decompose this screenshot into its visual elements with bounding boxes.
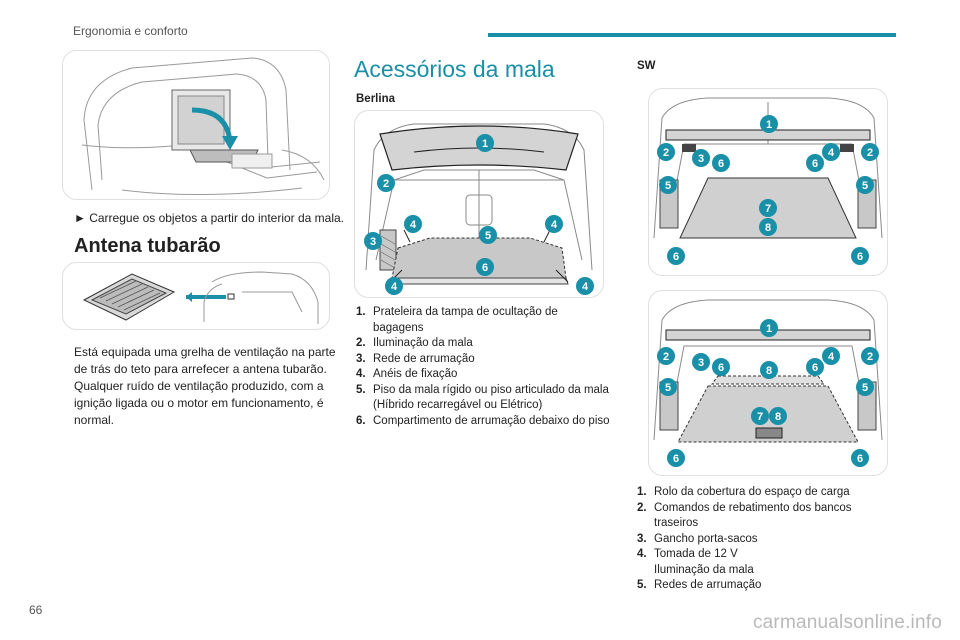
sw-trunk-illustration-a: 1 2 2 3 4 6 6 5 5 7 8 6 6 [648, 88, 888, 276]
callout-6: 6 [857, 453, 863, 465]
callout-6: 6 [812, 158, 818, 170]
seat-instruction: ► Carregue os objetos a partir do interi… [74, 211, 345, 225]
callout-2: 2 [663, 147, 669, 159]
callout-6: 6 [673, 453, 679, 465]
callout-6: 6 [718, 158, 724, 170]
sw-legend-list: 1.Rolo da cobertura do espaço de carga 2… [637, 485, 897, 594]
sedan-legend-list: 1.Prateleira da tampa de ocultação de ba… [356, 305, 611, 429]
list-item: Iluminação da mala [654, 563, 754, 576]
callout-3: 3 [698, 153, 704, 165]
callout-1: 1 [482, 138, 488, 150]
callout-1: 1 [766, 119, 772, 131]
callout-4: 4 [828, 351, 835, 363]
list-item: 2.Comandos de rebatimento dos bancos tra… [637, 501, 852, 530]
list-item: 1.Prateleira da tampa de ocultação de ba… [356, 306, 558, 334]
callout-4: 4 [410, 219, 417, 231]
callout-2: 2 [383, 178, 389, 190]
callout-3: 3 [698, 357, 704, 369]
list-item: 4.Anéis de fixação [356, 368, 458, 380]
sw-trunk-drawing-b: 1 2 2 3 4 6 8 6 5 5 7 8 6 6 [648, 290, 888, 476]
sw-callouts-b: 1 2 2 3 4 6 8 6 5 5 7 8 6 6 [657, 319, 879, 467]
list-item: 5.Redes de arrumação [637, 579, 762, 591]
callout-7: 7 [765, 203, 771, 215]
list-item: 6.Compartimento de arrumação debaixo do … [356, 414, 610, 427]
watermark-text: carmanualsonline.info [752, 612, 942, 633]
header-accent-rule [488, 33, 896, 37]
antenna-heading: Antena tubarão [74, 235, 221, 257]
callout-1: 1 [766, 323, 772, 335]
callout-3: 3 [370, 236, 376, 248]
callout-2: 2 [867, 351, 873, 363]
callout-6: 6 [673, 251, 679, 263]
callout-2: 2 [867, 147, 873, 159]
shark-antenna-illustration [62, 262, 330, 330]
sw-trunk-illustration-b: 1 2 2 3 4 6 8 6 5 5 7 8 6 6 [648, 290, 888, 476]
sedan-trunk-drawing: 1 2 3 4 4 5 6 4 4 [354, 110, 604, 298]
callout-6: 6 [857, 251, 863, 263]
rear-seat-illustration [62, 50, 330, 200]
callout-4: 4 [391, 281, 398, 293]
list-item: 2.Iluminação da mala [356, 337, 473, 349]
sw-subtitle: SW [637, 60, 656, 72]
callout-8: 8 [765, 222, 771, 234]
callout-4: 4 [582, 281, 589, 293]
callout-6: 6 [482, 262, 488, 274]
callout-4: 4 [551, 219, 558, 231]
sedan-trunk-illustration: 1 2 3 4 4 5 6 4 4 [354, 110, 604, 298]
callout-5: 5 [862, 180, 868, 192]
callout-5: 5 [665, 180, 671, 192]
callout-8: 8 [775, 411, 781, 423]
callout-7: 7 [757, 411, 763, 423]
list-item: 3.Rede de arrumação [356, 352, 475, 365]
shark-antenna-drawing [62, 262, 330, 330]
list-item: 1.Rolo da cobertura do espaço de carga [637, 486, 850, 498]
list-item: 3.Gancho porta-sacos [637, 532, 758, 545]
callout-5: 5 [665, 382, 671, 394]
antenna-paragraph: Está equipada uma grelha de ventilação n… [74, 345, 336, 427]
callout-6: 6 [718, 362, 724, 374]
sedan-subtitle: Berlina [356, 93, 395, 105]
callout-5: 5 [862, 382, 868, 394]
callout-5: 5 [485, 230, 491, 242]
page-number: 66 [29, 603, 43, 617]
list-item: 5.Piso da mala rígido ou piso articulado… [356, 383, 609, 412]
callout-6: 6 [812, 362, 818, 374]
rear-seat-drawing [62, 50, 330, 200]
sedan-callouts: 1 2 3 4 4 5 6 4 4 [364, 134, 594, 295]
callout-2: 2 [663, 351, 669, 363]
sw-trunk-drawing-a: 1 2 2 3 4 6 6 5 5 7 8 6 6 [648, 88, 888, 276]
callout-4: 4 [828, 147, 835, 159]
trunk-accessories-title: Acessórios da mala [354, 56, 555, 82]
callout-8: 8 [766, 365, 772, 377]
list-item: 4.Tomada de 12 V [637, 548, 738, 560]
running-header: Ergonomia e conforto [73, 24, 188, 38]
sw-callouts-a: 1 2 2 3 4 6 6 5 5 7 8 6 6 [657, 115, 879, 265]
